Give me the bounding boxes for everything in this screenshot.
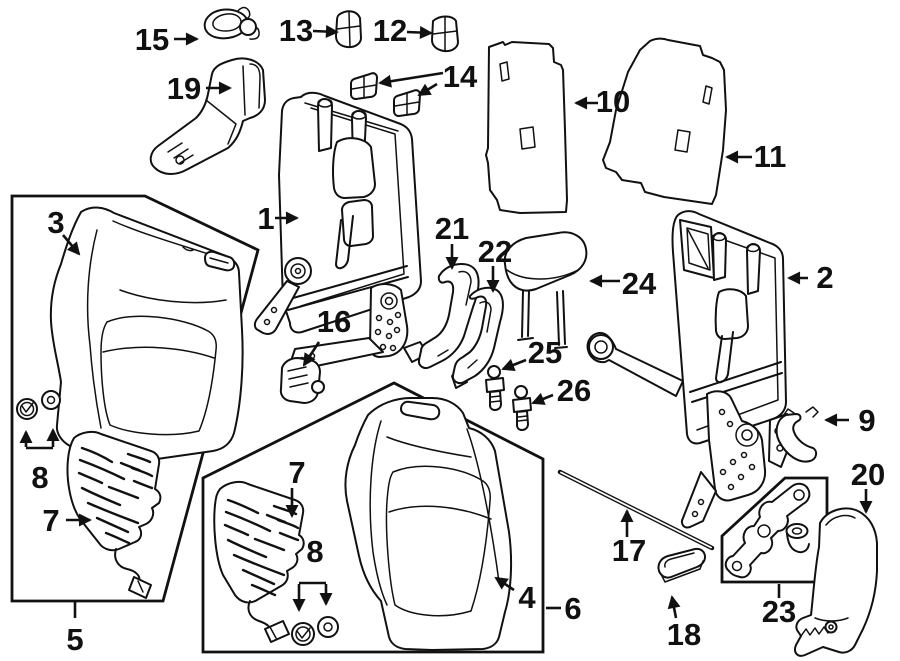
callout-24[interactable]: 24 — [622, 266, 657, 301]
part-15-bracket-drawing — [203, 6, 260, 40]
leader-arrows — [19, 25, 873, 619]
callout-26[interactable]: 26 — [557, 373, 591, 408]
callout-15[interactable]: 15 — [135, 22, 169, 57]
part-2-seatback-frame-drawing — [586, 210, 791, 529]
callout-8-left-box[interactable]: 8 — [31, 460, 48, 495]
part-8-grommets-left — [16, 390, 61, 420]
callout-14[interactable]: 14 — [443, 59, 478, 94]
part-9-bracket-drawing — [775, 406, 819, 463]
part-1-seatback-frame-drawing — [253, 91, 422, 370]
callout-labels: 15 19 13 12 14 10 11 1 3 16 21 22 24 25 … — [31, 13, 885, 657]
callout-17[interactable]: 17 — [612, 533, 646, 568]
part-13-cap-drawing — [335, 10, 362, 49]
callout-21[interactable]: 21 — [435, 211, 469, 246]
callout-5[interactable]: 5 — [66, 622, 83, 657]
callout-8-right-box[interactable]: 8 — [306, 534, 323, 569]
callout-23[interactable]: 23 — [762, 594, 796, 629]
callout-6[interactable]: 6 — [564, 591, 581, 626]
part-12-cap-drawing — [431, 15, 459, 53]
part-3-cushion-drawing — [49, 206, 244, 463]
part-21-side-shield-drawing — [403, 263, 480, 370]
part-7-heater-element-right — [213, 480, 305, 643]
callout-9[interactable]: 9 — [858, 403, 875, 438]
part-17-rod-drawing — [557, 469, 715, 551]
callout-12[interactable]: 12 — [373, 13, 407, 48]
part-19-side-member-drawing — [149, 57, 266, 175]
part-10-back-panel-drawing — [485, 41, 568, 214]
callout-4[interactable]: 4 — [518, 580, 536, 615]
part-14-guide-sleeves-drawing — [350, 72, 421, 117]
part-18-cover-drawing — [657, 547, 706, 583]
callout-19[interactable]: 19 — [167, 71, 201, 106]
part-22-side-shield-drawing — [451, 286, 504, 389]
callout-2[interactable]: 2 — [816, 260, 833, 295]
part-24-headrest-drawing — [503, 231, 588, 349]
callout-11[interactable]: 11 — [754, 139, 787, 174]
callout-13[interactable]: 13 — [279, 13, 313, 48]
callout-3[interactable]: 3 — [47, 205, 64, 240]
callout-25[interactable]: 25 — [528, 335, 562, 370]
part-4-cushion-drawing — [344, 397, 513, 651]
part-8-grommets-right — [291, 616, 339, 646]
callout-10[interactable]: 10 — [596, 84, 630, 119]
callout-22[interactable]: 22 — [478, 234, 512, 269]
callout-20[interactable]: 20 — [851, 457, 885, 492]
callout-16[interactable]: 16 — [317, 304, 351, 339]
part-16-latch-cover-drawing — [279, 357, 325, 404]
part-26-guide-pin-drawing — [512, 385, 532, 431]
callout-7-right-box[interactable]: 7 — [288, 455, 305, 490]
callout-18[interactable]: 18 — [667, 617, 701, 652]
callout-7-left-box[interactable]: 7 — [42, 503, 59, 538]
callout-1[interactable]: 1 — [257, 201, 274, 236]
part-25-guide-pin-drawing — [485, 365, 505, 411]
part-11-back-panel-drawing — [602, 37, 727, 205]
part-20-side-shield-drawing — [794, 507, 878, 657]
part-23-lever-and-bushing-drawing — [724, 482, 811, 579]
